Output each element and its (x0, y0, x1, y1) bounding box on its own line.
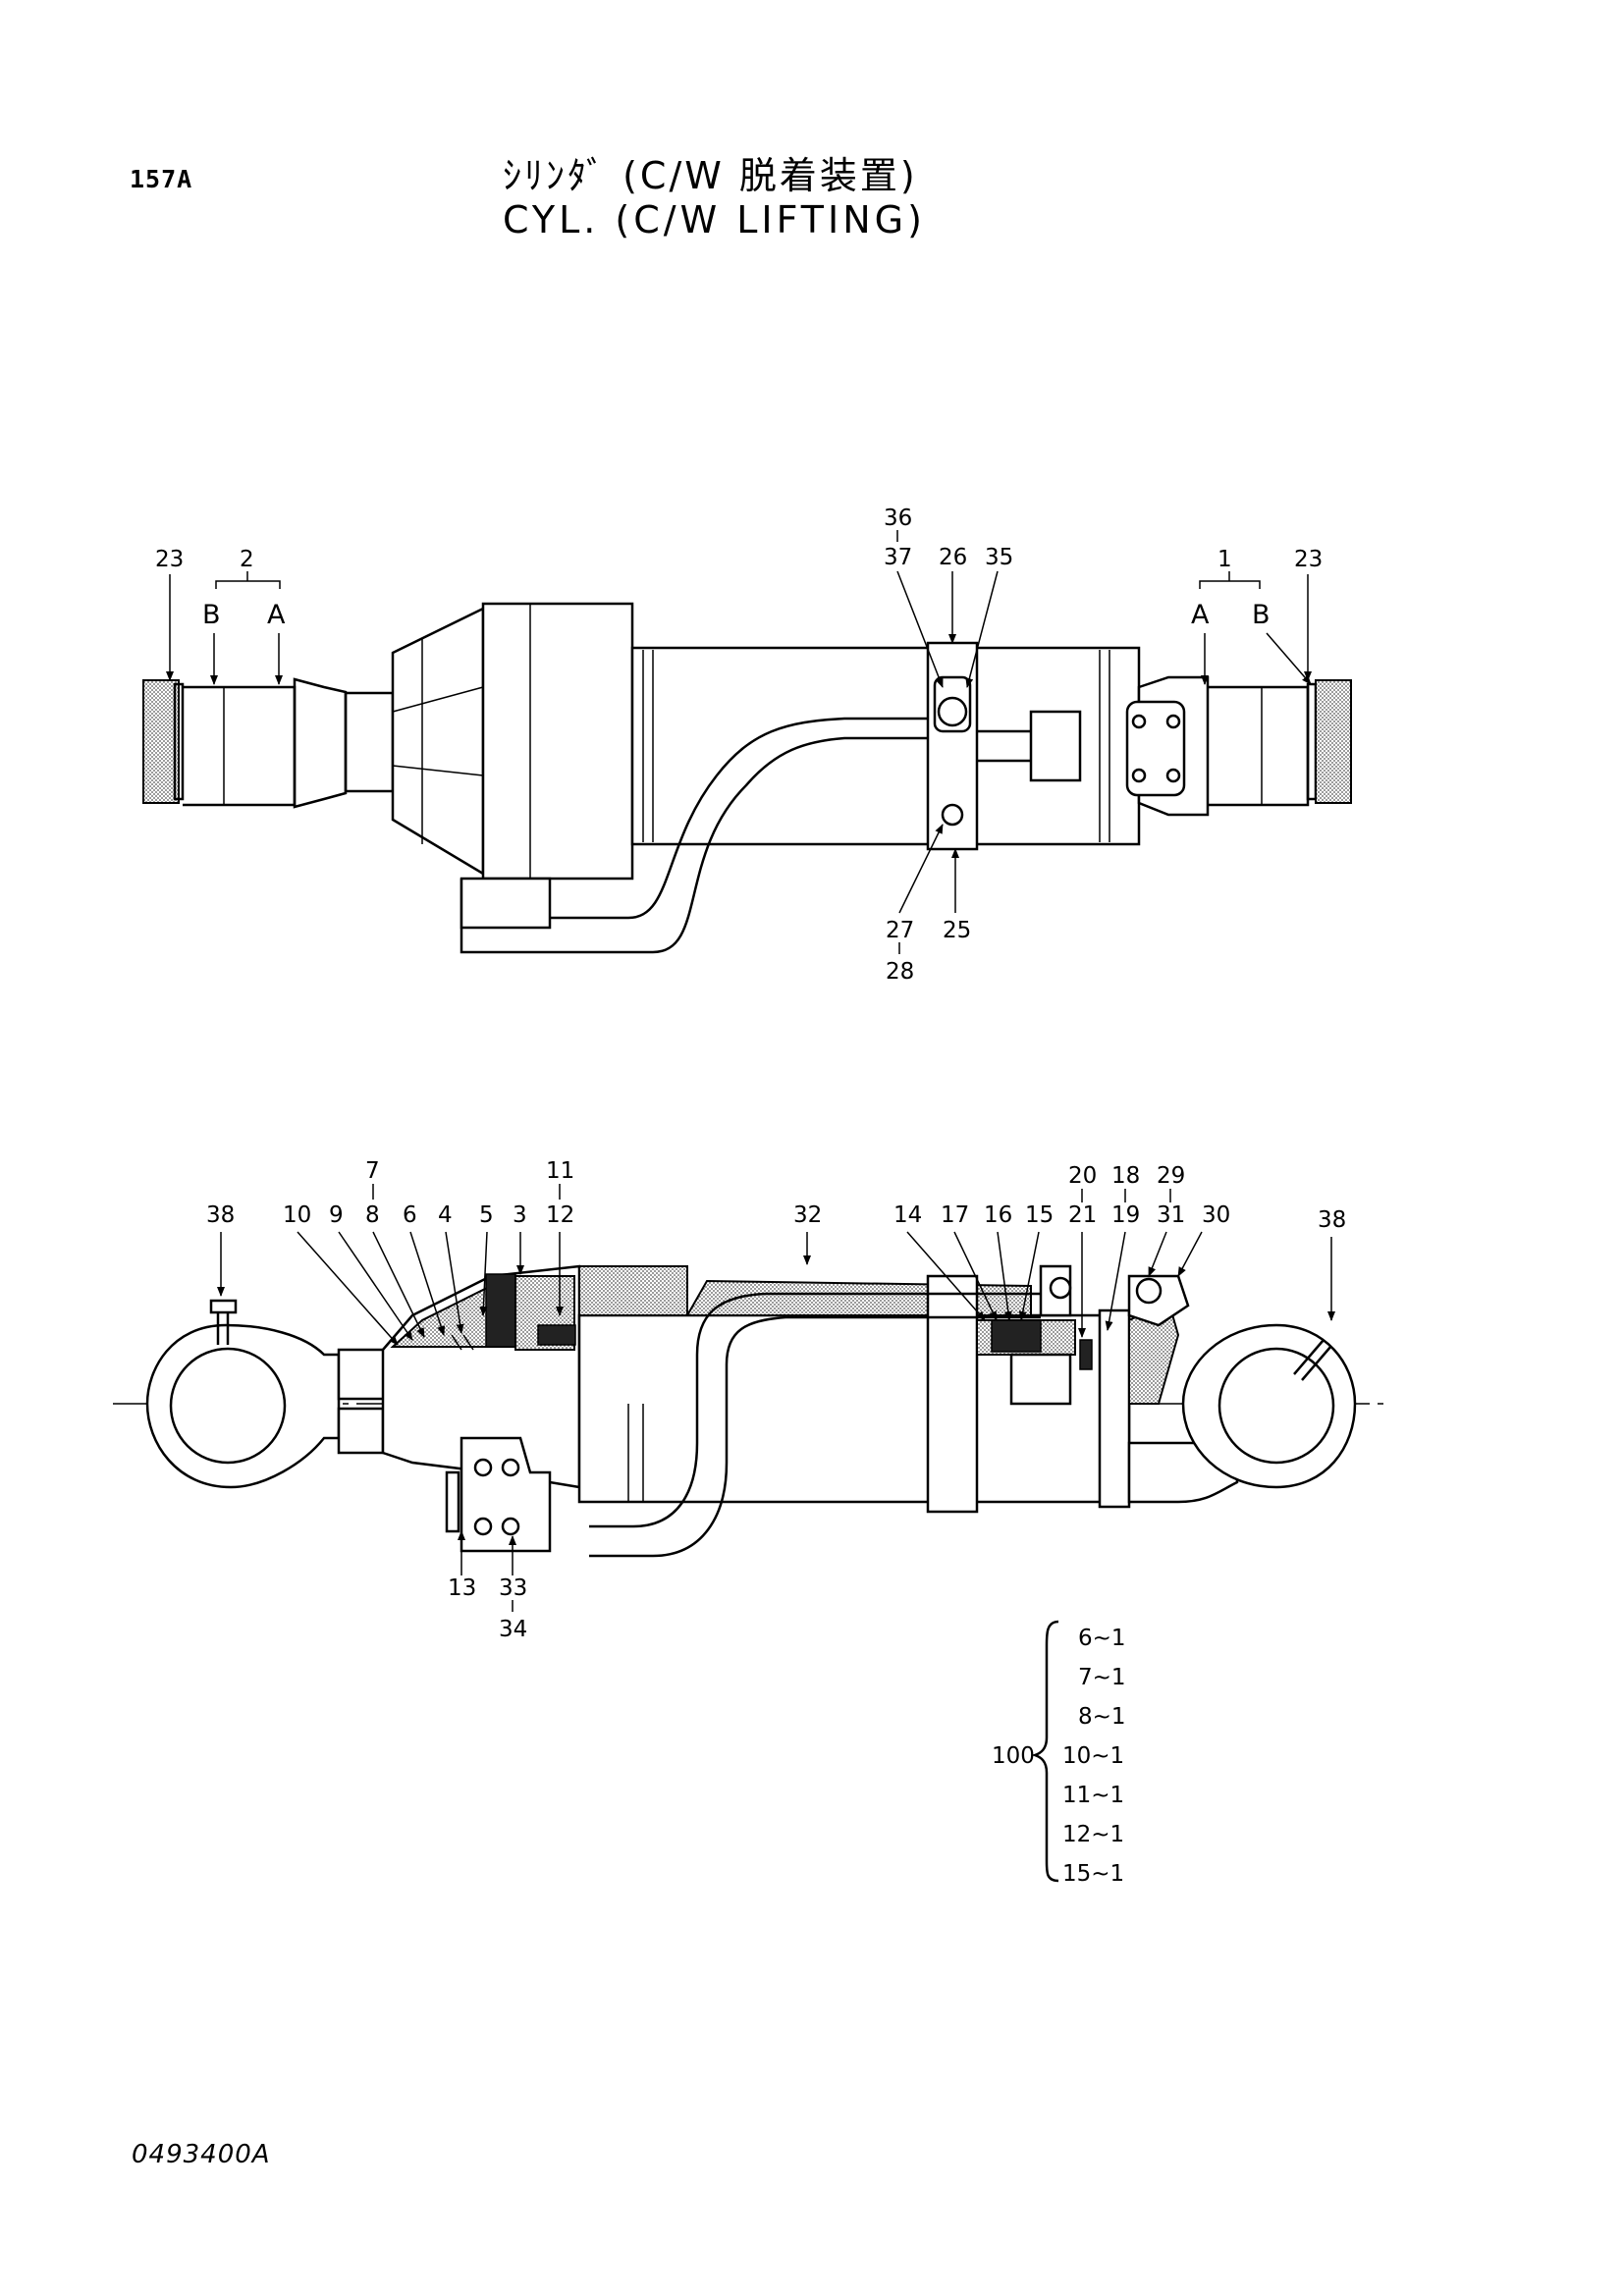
callout: 23 (155, 547, 184, 572)
right-eye-outline (1181, 1323, 1357, 1489)
upper-view (142, 602, 1352, 954)
callout: 18 (1111, 1163, 1140, 1189)
callout: 8 (365, 1202, 380, 1228)
kit-item: 8~1 (1078, 1704, 1126, 1730)
port-block (1029, 710, 1082, 782)
callout: 11 (546, 1158, 574, 1184)
callout-letter: A (1191, 600, 1210, 630)
callout: 10 (283, 1202, 311, 1228)
callout: 37 (884, 545, 912, 570)
callout: 2 (240, 547, 254, 572)
callout: 36 (884, 506, 912, 531)
kit-label: 100 (992, 1743, 1035, 1769)
kit-item: 7~1 (1078, 1665, 1126, 1690)
callout: 27 (886, 918, 914, 943)
kit-item: 6~1 (1078, 1626, 1126, 1651)
kit-list: 100 6~1 7~1 8~1 10~1 11~1 12~1 15~1 (992, 1620, 1126, 1887)
pipe-block (460, 877, 552, 930)
callout: 1 (1217, 547, 1232, 572)
callout: 30 (1202, 1202, 1230, 1228)
pipe-clamp (926, 641, 979, 851)
callout: 29 (1157, 1163, 1185, 1189)
callout: 9 (329, 1202, 344, 1228)
callout: 38 (206, 1202, 235, 1228)
page-id: 157A (130, 165, 193, 193)
callout-letter: A (267, 600, 286, 630)
cylinder-flange (481, 602, 634, 881)
callout: 7 (365, 1158, 380, 1184)
right-seal-ring (1306, 682, 1318, 801)
callout: 23 (1294, 547, 1323, 572)
callout: 5 (479, 1202, 494, 1228)
callout: 28 (886, 959, 914, 985)
rod-left-section (344, 691, 395, 793)
kit-item: 15~1 (1062, 1861, 1124, 1887)
kit-item: 12~1 (1062, 1822, 1124, 1847)
callout: 15 (1025, 1202, 1054, 1228)
callout: 14 (893, 1202, 922, 1228)
lower-callouts: 38 10 9 7 8 6 4 5 3 11 12 32 14 17 16 15… (206, 1158, 1346, 1642)
kit-brace (1031, 1620, 1059, 1883)
callout: 3 (513, 1202, 527, 1228)
callout: 33 (499, 1575, 527, 1601)
callout-letter: B (1252, 600, 1271, 630)
hydraulic-pipe (589, 1292, 1041, 1528)
callout: 19 (1111, 1202, 1140, 1228)
kit-item: 10~1 (1062, 1743, 1124, 1769)
callout: 16 (984, 1202, 1012, 1228)
callout: 31 (1157, 1202, 1185, 1228)
right-eye-bore (1217, 1347, 1335, 1465)
callout: 25 (943, 918, 971, 943)
right-rod-eye (1208, 685, 1310, 807)
callout: 12 (546, 1202, 574, 1228)
callout: 17 (941, 1202, 969, 1228)
left-eye-bore (169, 1347, 287, 1465)
callout-letter: B (202, 600, 221, 630)
callout: 21 (1068, 1202, 1097, 1228)
callout: 4 (438, 1202, 453, 1228)
left-seal-ring (173, 682, 185, 801)
callout: 6 (403, 1202, 417, 1228)
callout: 26 (939, 545, 967, 570)
left-eye-outline (145, 1323, 341, 1489)
left-rod-eye (183, 685, 297, 807)
kit-item: 11~1 (1062, 1783, 1124, 1808)
upper-callouts: 23 2 B A 36 37 26 35 1 A B 23 27 28 25 (155, 506, 1323, 985)
left-end-block (142, 679, 180, 804)
title-japanese: ｼﾘﾝﾀﾞ (C/W 脱着装置) (503, 154, 918, 197)
title-english: CYL. (C/W LIFTING) (503, 198, 926, 241)
gland-cone (391, 606, 485, 877)
callout: 32 (793, 1202, 822, 1228)
lower-view (113, 1264, 1384, 1558)
callout: 34 (499, 1617, 527, 1642)
callout: 13 (448, 1575, 476, 1601)
left-rod-neck (293, 677, 348, 809)
document-code: 0493400A (132, 2140, 271, 2169)
callout: 38 (1318, 1207, 1346, 1233)
hydraulic-pipe (460, 736, 943, 954)
right-end-block (1315, 679, 1352, 804)
callout: 20 (1068, 1163, 1097, 1189)
callout: 35 (985, 545, 1013, 570)
